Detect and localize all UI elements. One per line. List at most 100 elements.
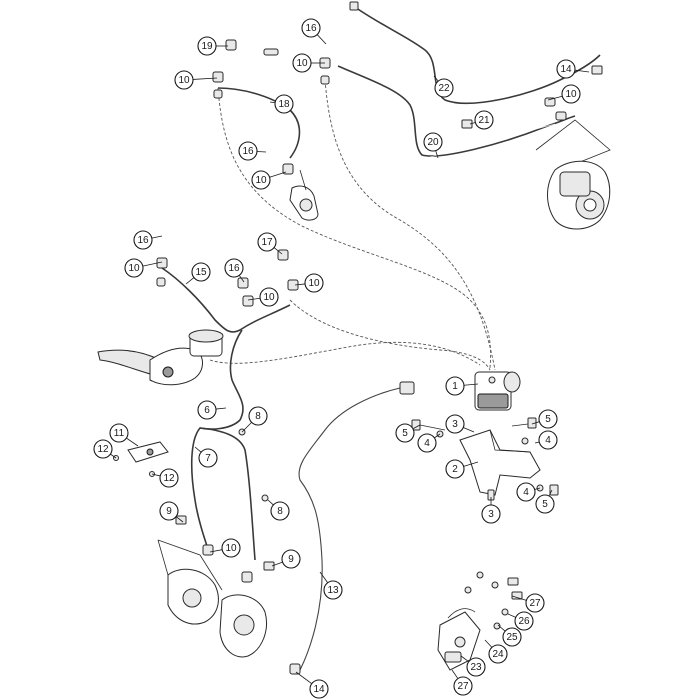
callout-11: 11 [109,423,139,447]
callout-leader-line [273,247,283,255]
callout-number: 10 [296,58,308,69]
callout-circle [197,400,217,420]
callout-circle [133,230,153,250]
callout-7: 7 [194,446,218,468]
callout-circle [159,468,179,488]
callout-12: 12 [93,439,117,459]
callout-number: 5 [542,499,548,510]
callout-10: 10 [547,84,581,104]
callout-27: 27 [511,593,545,613]
callout-leader-line [574,69,590,73]
callout-number: 27 [457,681,469,692]
callout-1: 1 [445,376,479,396]
callout-circle [481,504,501,524]
callout-10: 10 [124,258,163,278]
callout-14: 14 [295,671,329,699]
callout-16: 16 [224,258,245,283]
callout-circle [423,132,443,152]
callout-number: 10 [255,175,267,186]
callout-leader-line [269,171,287,178]
callout-number: 22 [438,83,450,94]
rear-brake-pipe-20 [337,65,576,158]
callout-number: 4 [545,435,551,446]
wiring-harness-13 [298,387,401,671]
callout-number: 24 [492,649,504,660]
callout-number: 7 [205,453,211,464]
callout-number: 16 [137,235,149,246]
callout-26: 26 [507,611,534,631]
callout-leader-line [295,671,313,684]
callout-4: 4 [417,433,441,453]
callout-circle [309,679,329,699]
callout-24: 24 [484,639,508,664]
callout-circle [238,141,258,161]
callout-number: 9 [288,554,294,565]
callout-leader-line [435,150,439,159]
callout-number: 10 [178,75,190,86]
callout-10: 10 [294,273,324,293]
callout-number: 3 [452,419,458,430]
callout-number: 10 [225,543,237,554]
callout-circle [174,70,194,90]
callout-leader-line [175,516,184,523]
callout-circle [466,657,486,677]
callout-circle [417,433,437,453]
callout-19: 19 [197,36,228,56]
callout-circle [561,84,581,104]
callout-number: 11 [114,428,125,439]
front-master-cylinder [97,329,224,386]
callout-number: 5 [545,414,551,425]
callout-leader-line [507,613,516,618]
callout-number: 8 [277,506,283,517]
callout-leader-line [215,407,227,410]
callout-circle [281,549,301,569]
callout-leader-line [548,489,553,497]
callout-9: 9 [271,549,301,569]
callout-number: 16 [242,146,254,157]
callout-25: 25 [497,624,522,647]
callout-leader-line [534,441,540,444]
callout-10: 10 [209,538,241,558]
callout-number: 2 [452,464,458,475]
callout-leader-line [192,77,218,80]
callout-leader-line [316,34,327,45]
callout-10: 10 [292,53,325,73]
callout-8: 8 [267,499,290,521]
callout-3: 3 [481,497,501,524]
callout-10: 10 [251,170,287,190]
abs-sensor-cables [209,79,496,371]
callout-circle [251,170,271,190]
callout-circle [221,538,241,558]
callout-circle [109,423,129,443]
callout-leader-line [269,101,276,104]
front-brake-calipers [157,539,267,658]
callout-leader-line [547,95,563,101]
callout-leader-line [463,461,479,467]
callout-8: 8 [241,406,268,433]
callout-leader-line [185,277,195,285]
callout-number: 14 [313,684,325,695]
callout-number: 15 [195,267,207,278]
callout-leader-line [294,283,306,286]
callout-27: 27 [451,669,473,696]
callout-number: 9 [166,506,172,517]
callout-16: 16 [133,230,163,250]
callout-leader-line [433,75,439,82]
rear-master-cylinder [289,169,319,221]
brake-line-6 [190,329,256,561]
callout-number: 16 [305,23,317,34]
callout-leader-line [271,561,283,567]
abs-hydraulic-unit [474,371,521,411]
callout-circle [191,262,211,282]
callout-number: 6 [204,405,210,416]
callout-leader-line [142,261,163,267]
callout-number: 18 [278,99,290,110]
rear-brake-caliper [535,119,611,230]
callout-number: 4 [523,487,529,498]
callout-number: 20 [427,137,439,148]
callout-leader-line [412,424,421,430]
callout-circle [259,287,279,307]
callout-circle [124,258,144,278]
callout-leader-line [460,655,469,663]
callout-circle [445,459,465,479]
